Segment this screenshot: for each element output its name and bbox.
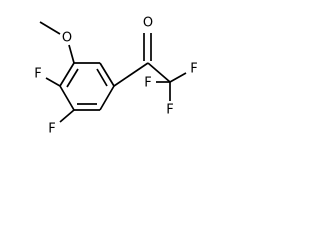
- bond-cf3-f-right: [169, 72, 187, 83]
- bond-o-ch3: [39, 21, 61, 35]
- ring-fluorines: F F: [34, 67, 75, 137]
- bond-c1-carbonyl-c: [113, 62, 149, 87]
- bond-c4-f: [59, 109, 75, 123]
- ring-bond-c5-c6: [99, 85, 115, 111]
- carbonyl-oxygen-label: O: [143, 16, 153, 31]
- ring-double-bond-c6-c1: [96, 68, 108, 87]
- bond-c2-o-methoxy: [68, 44, 75, 64]
- methoxy-group: O: [39, 21, 75, 64]
- cf3-fluorine-left-label: F: [144, 76, 151, 91]
- trifluoroacetyl-group: O F F F: [113, 16, 198, 118]
- ring-bond-c3-c4: [59, 85, 75, 111]
- bond-c3-f: [45, 77, 61, 87]
- ring-bond-c6-c1: [99, 62, 115, 87]
- benzene-ring: [59, 62, 115, 111]
- cf3-fluorine-bottom-label: F: [166, 103, 173, 118]
- cf3-fluorine-right-label: F: [190, 62, 197, 77]
- ring-double-bond-c2-c3: [66, 68, 79, 88]
- fluorine-label-3: F: [34, 67, 41, 82]
- chemical-structure: O F F O F F F: [34, 16, 198, 137]
- ring-bond-c2-c3: [59, 62, 75, 87]
- bond-carbonyl-c-cf3: [147, 62, 171, 83]
- fluorine-label-4: F: [48, 122, 55, 137]
- methoxy-oxygen-label: O: [62, 31, 72, 46]
